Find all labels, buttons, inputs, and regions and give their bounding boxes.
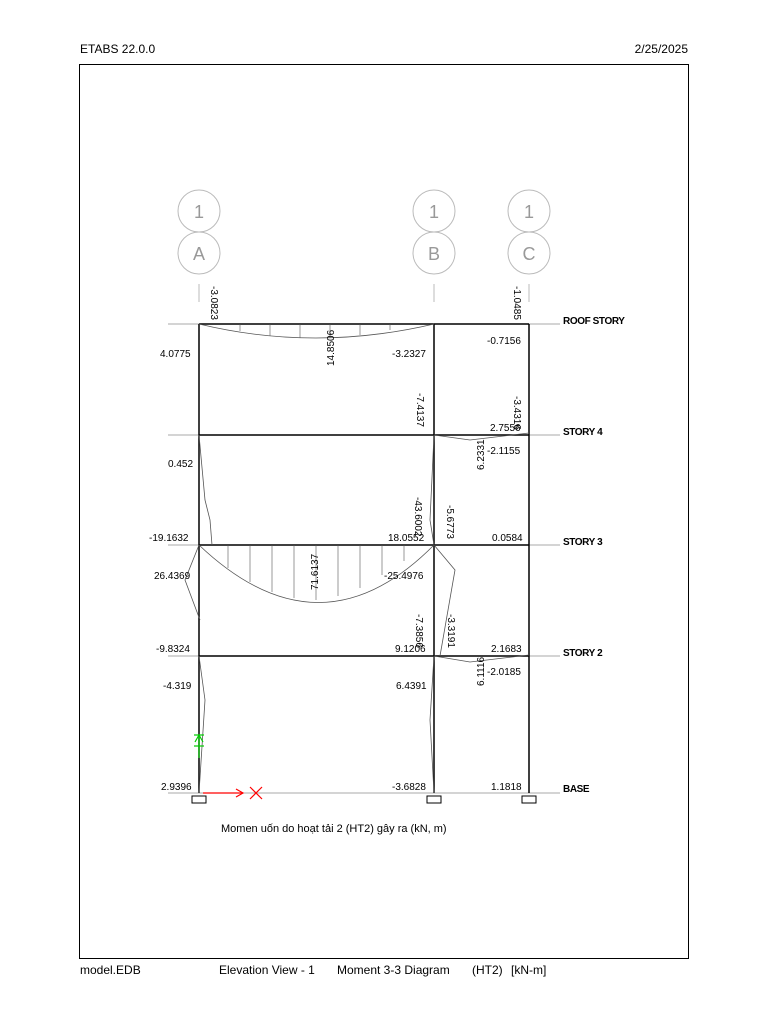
value-s4-c-top: 2.7556 bbox=[490, 423, 521, 434]
value-roof-a-top: -3.0823 bbox=[208, 286, 219, 320]
grid-label-1a: 1 bbox=[194, 202, 204, 222]
footer-file: model.EDB bbox=[80, 963, 141, 977]
value-l5-c-low: -3.4316 bbox=[511, 396, 522, 430]
footer-diagram: Moment 3-3 Diagram bbox=[337, 963, 450, 977]
value-l2-b: 6.4391 bbox=[396, 681, 427, 692]
value-l3-b: -25.4976 bbox=[384, 571, 424, 582]
grid-label-b: B bbox=[428, 244, 440, 264]
support-c bbox=[521, 795, 537, 804]
value-s3-b: 18.0552 bbox=[388, 533, 425, 544]
story-label-roof: ROOF STORY bbox=[563, 316, 625, 327]
value-roof-c-top: -1.0485 bbox=[511, 286, 522, 320]
value-l2-a: -4.319 bbox=[163, 681, 192, 692]
value-base-b: -3.6828 bbox=[392, 782, 426, 793]
diagram-caption: Momen uốn do hoạt tải 2 (HT2) gây ra (kN… bbox=[221, 823, 447, 835]
grid-label-a: A bbox=[193, 244, 205, 264]
drawing-frame bbox=[79, 64, 689, 959]
footer-units: [kN-m] bbox=[511, 963, 547, 977]
value-base-a: 2.9396 bbox=[161, 782, 192, 793]
grid-label-c: C bbox=[523, 244, 536, 264]
footer-case: (HT2) bbox=[472, 963, 503, 977]
value-l3-c-low: -3.3191 bbox=[445, 614, 456, 648]
support-a bbox=[191, 795, 207, 804]
value-s4-c: -2.1155 bbox=[487, 446, 521, 457]
grid-bubble-a bbox=[177, 231, 221, 275]
footer-view: Elevation View - 1 bbox=[219, 963, 315, 977]
grid-label-1c: 1 bbox=[524, 202, 534, 222]
value-roof-mid: 14.8506 bbox=[326, 329, 337, 366]
story-lines bbox=[168, 323, 560, 794]
print-date: 2/25/2025 bbox=[634, 42, 688, 56]
value-l4-c-low: -5.6773 bbox=[444, 505, 455, 539]
story-label-2: STORY 2 bbox=[563, 648, 603, 659]
grid-bubble-b bbox=[412, 231, 456, 275]
grid-bubbles bbox=[177, 189, 551, 302]
moment-hatching bbox=[227, 324, 405, 600]
value-l4-a: 0.452 bbox=[168, 459, 193, 470]
value-l3-a: 26.4369 bbox=[154, 571, 191, 582]
grid-bubble-c bbox=[507, 231, 551, 275]
value-s3-a: -19.1632 bbox=[149, 533, 189, 544]
story-label-base: BASE bbox=[563, 784, 590, 795]
value-l5-b-low: -7.4137 bbox=[414, 393, 425, 427]
value-s4-col-b: 6.2331 bbox=[476, 439, 487, 470]
supports bbox=[191, 795, 537, 804]
value-l3-mid: 71.6137 bbox=[310, 553, 321, 590]
value-s2-c: 2.1683 bbox=[491, 644, 522, 655]
value-s2-col-b: 6.1116 bbox=[476, 656, 487, 686]
axis-x-icon bbox=[203, 786, 263, 800]
value-s2-a: -9.8324 bbox=[156, 644, 190, 655]
value-s2-c2: -2.0185 bbox=[487, 667, 521, 678]
support-b bbox=[426, 795, 442, 804]
value-base-c: 1.1818 bbox=[491, 782, 522, 793]
app-version: ETABS 22.0.0 bbox=[80, 42, 156, 56]
moment-diagrams bbox=[184, 323, 530, 794]
value-l4-b-low: -43.6002 bbox=[412, 497, 423, 537]
frame-members bbox=[198, 323, 530, 793]
value-l3-b-low: -7.3856 bbox=[413, 614, 424, 648]
value-l5-c: -0.7156 bbox=[487, 336, 521, 347]
story-label-3: STORY 3 bbox=[563, 537, 603, 548]
value-l5-b: -3.2327 bbox=[392, 349, 426, 360]
value-s2-b: 9.1206 bbox=[395, 644, 426, 655]
value-l5-a: 4.0775 bbox=[160, 349, 191, 360]
grid-label-1b: 1 bbox=[429, 202, 439, 222]
value-s3-c: 0.0584 bbox=[492, 533, 523, 544]
axis-z-icon bbox=[194, 733, 204, 758]
story-label-4: STORY 4 bbox=[563, 427, 603, 438]
